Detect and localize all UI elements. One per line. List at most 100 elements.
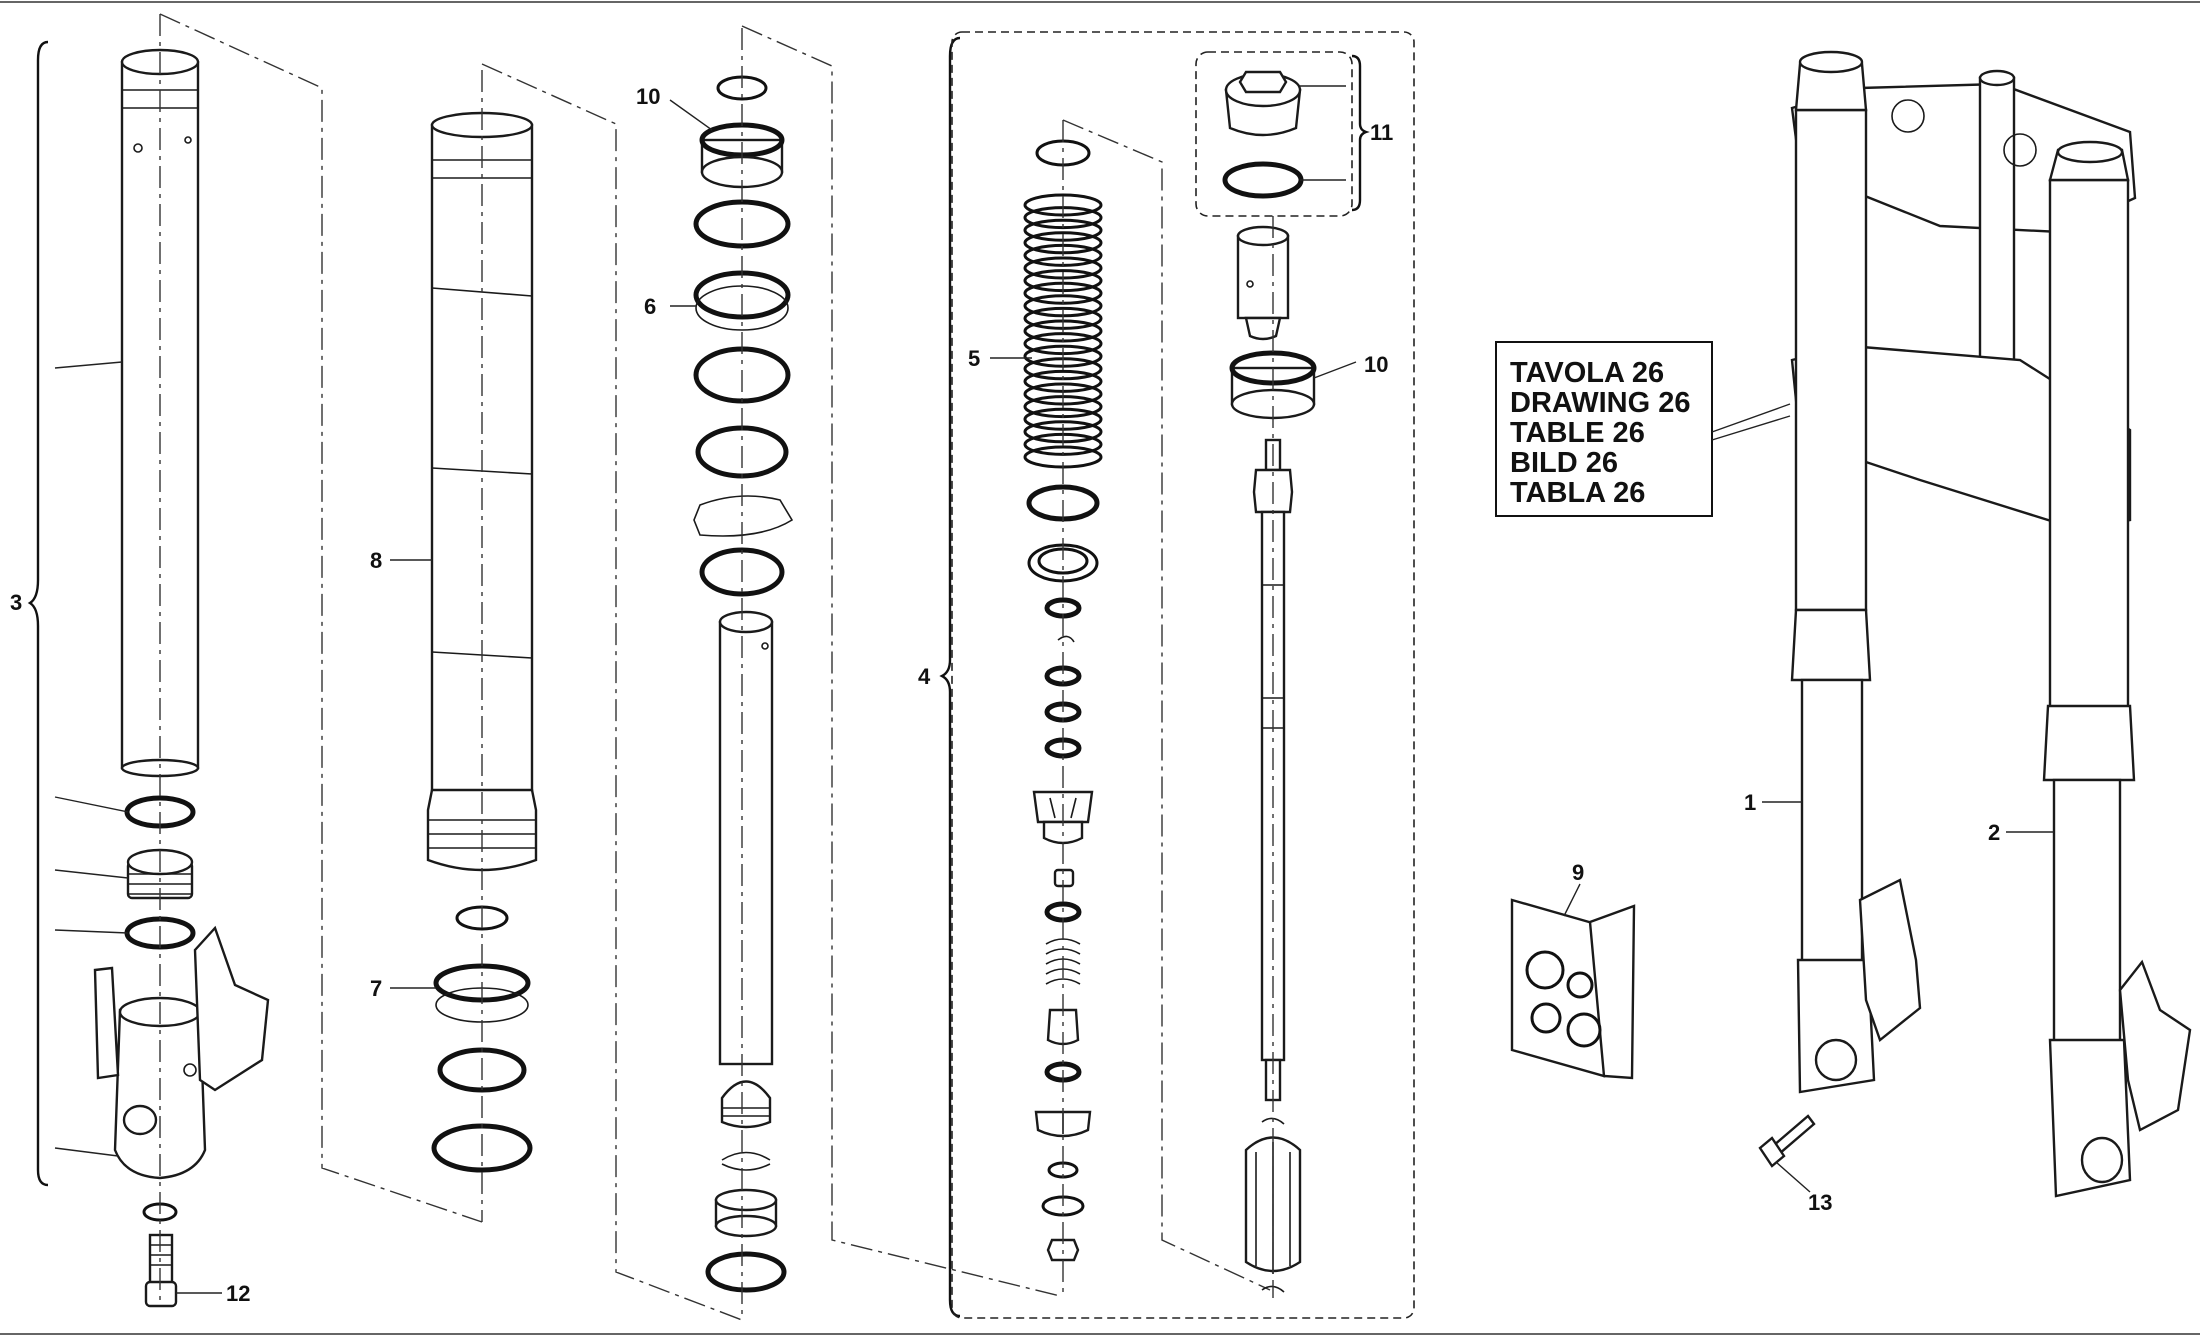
foot-bolt bbox=[183, 1063, 197, 1077]
ref-line-1: TAVOLA 26 bbox=[1510, 357, 1664, 389]
steering-stem-top bbox=[1978, 69, 2016, 87]
valve-body-slot-1 bbox=[1049, 797, 1056, 819]
bolt-12-head bbox=[144, 1280, 178, 1308]
ring-bottom bbox=[705, 1251, 787, 1293]
cap-o-ring bbox=[1222, 161, 1304, 199]
clip-small-b bbox=[721, 1163, 771, 1171]
leader-ref-b bbox=[1711, 415, 1791, 441]
adjuster bbox=[1236, 225, 1290, 341]
adjuster-top bbox=[1236, 225, 1290, 247]
left-caliper-mount bbox=[1858, 878, 1922, 1042]
left-axle bbox=[1814, 1038, 1858, 1082]
needle-seat bbox=[1046, 1008, 1080, 1046]
axle-foot bbox=[93, 925, 270, 1180]
leader-13 bbox=[1775, 1161, 1811, 1193]
group-4-box bbox=[951, 31, 1415, 1319]
leader-3-a bbox=[54, 361, 123, 369]
cup-seat bbox=[714, 1188, 778, 1238]
link-3-8 bbox=[159, 13, 483, 1223]
spacer bbox=[1053, 868, 1075, 888]
damper-hole bbox=[761, 642, 769, 650]
kit-ring-1 bbox=[1525, 950, 1565, 990]
leader-3-c bbox=[54, 869, 129, 879]
kit-ring-2 bbox=[1566, 971, 1594, 999]
damper-tube bbox=[718, 620, 774, 1066]
top-cap-hex bbox=[1238, 70, 1288, 94]
group-11-box bbox=[1195, 51, 1353, 217]
damper-piston bbox=[720, 1080, 772, 1129]
top-cap-11 bbox=[1224, 70, 1302, 137]
link-center-4 bbox=[741, 25, 1061, 1297]
callout-11: 11 bbox=[1370, 120, 1393, 145]
brace-11 bbox=[1351, 54, 1370, 212]
bolt-12-shank bbox=[148, 1233, 174, 1287]
clamp-bolt-1 bbox=[1891, 99, 1925, 133]
axle-bolt-13 bbox=[1758, 1114, 1816, 1168]
leader-3-e bbox=[54, 1147, 119, 1157]
left-slider bbox=[1800, 678, 1864, 972]
leader-3-d bbox=[54, 929, 129, 934]
callout-5: 5 bbox=[968, 346, 980, 371]
fork-leg-left bbox=[1790, 50, 1922, 1094]
circlip bbox=[693, 495, 794, 537]
fork-leg-right bbox=[2042, 140, 2192, 1198]
assembled-fork bbox=[1758, 50, 2192, 1198]
left-upper-tube bbox=[1794, 108, 1868, 612]
callout-8: 8 bbox=[370, 548, 382, 573]
kit-ring-3 bbox=[1530, 1002, 1562, 1034]
valve-body-slot-2 bbox=[1070, 797, 1077, 819]
foot-axle-hole bbox=[122, 1104, 158, 1136]
callout-10a: 10 bbox=[636, 84, 660, 109]
ref-line-3: TABLE 26 bbox=[1510, 417, 1645, 449]
link-4-rod bbox=[1062, 119, 1271, 1291]
leader-10b bbox=[1313, 361, 1357, 379]
kit-ring-4 bbox=[1566, 1012, 1602, 1048]
damper-tube-top bbox=[718, 610, 774, 634]
right-dust-boot bbox=[2042, 704, 2136, 782]
adjuster-body bbox=[1236, 234, 1290, 320]
foot-bracket bbox=[193, 925, 270, 1092]
left-cap-top bbox=[1798, 50, 1864, 74]
leader-ref-a bbox=[1711, 403, 1791, 433]
callout-13: 13 bbox=[1808, 1190, 1832, 1215]
axle-bolt-13-head bbox=[1758, 1136, 1786, 1168]
reference-box: TAVOLA 26 DRAWING 26 TABLE 26 BILD 26 TA… bbox=[1495, 341, 1791, 517]
leader-10a bbox=[669, 99, 713, 131]
right-cap-top bbox=[2056, 140, 2124, 164]
callout-1: 1 bbox=[1744, 790, 1756, 815]
callout-3: 3 bbox=[10, 590, 22, 615]
callout-9: 9 bbox=[1572, 860, 1584, 885]
right-axle bbox=[2080, 1136, 2124, 1184]
right-caliper-mount bbox=[2118, 959, 2192, 1132]
cup-top bbox=[714, 1188, 778, 1212]
inner-tube-foot bbox=[426, 788, 538, 872]
callout-2: 2 bbox=[1988, 820, 2000, 845]
outer-tube-hole bbox=[133, 143, 143, 153]
adjuster-hole bbox=[1246, 280, 1254, 288]
cup-bottom bbox=[714, 1214, 778, 1238]
group-3-outer-leg bbox=[27, 14, 270, 1308]
brace-3 bbox=[27, 40, 49, 1187]
group-center-stack bbox=[669, 28, 794, 1320]
clamp-bolt-2 bbox=[2003, 133, 2037, 167]
adjuster-foot bbox=[1244, 316, 1282, 341]
valve-clip bbox=[1057, 635, 1075, 643]
steering-stem bbox=[1978, 76, 2016, 380]
leader-3-b bbox=[54, 796, 129, 813]
bolt-12 bbox=[144, 1233, 178, 1308]
foot-tab bbox=[93, 966, 120, 1080]
ref-line-5: TABLA 26 bbox=[1510, 477, 1645, 509]
callout-6: 6 bbox=[644, 294, 656, 319]
seal-kit-9 bbox=[1510, 883, 1636, 1080]
brace-4 bbox=[939, 36, 961, 1318]
clip-small bbox=[721, 1151, 771, 1161]
ref-line-4: BILD 26 bbox=[1510, 447, 1618, 479]
leader-9 bbox=[1563, 883, 1581, 917]
outer-tube-hole-2 bbox=[184, 136, 192, 144]
callout-10b: 10 bbox=[1364, 352, 1388, 377]
reference-box-frame bbox=[1495, 341, 1713, 517]
left-dust-boot bbox=[1790, 608, 1872, 682]
ref-line-2: DRAWING 26 bbox=[1510, 387, 1690, 419]
group-4-cartridge bbox=[939, 31, 1415, 1319]
